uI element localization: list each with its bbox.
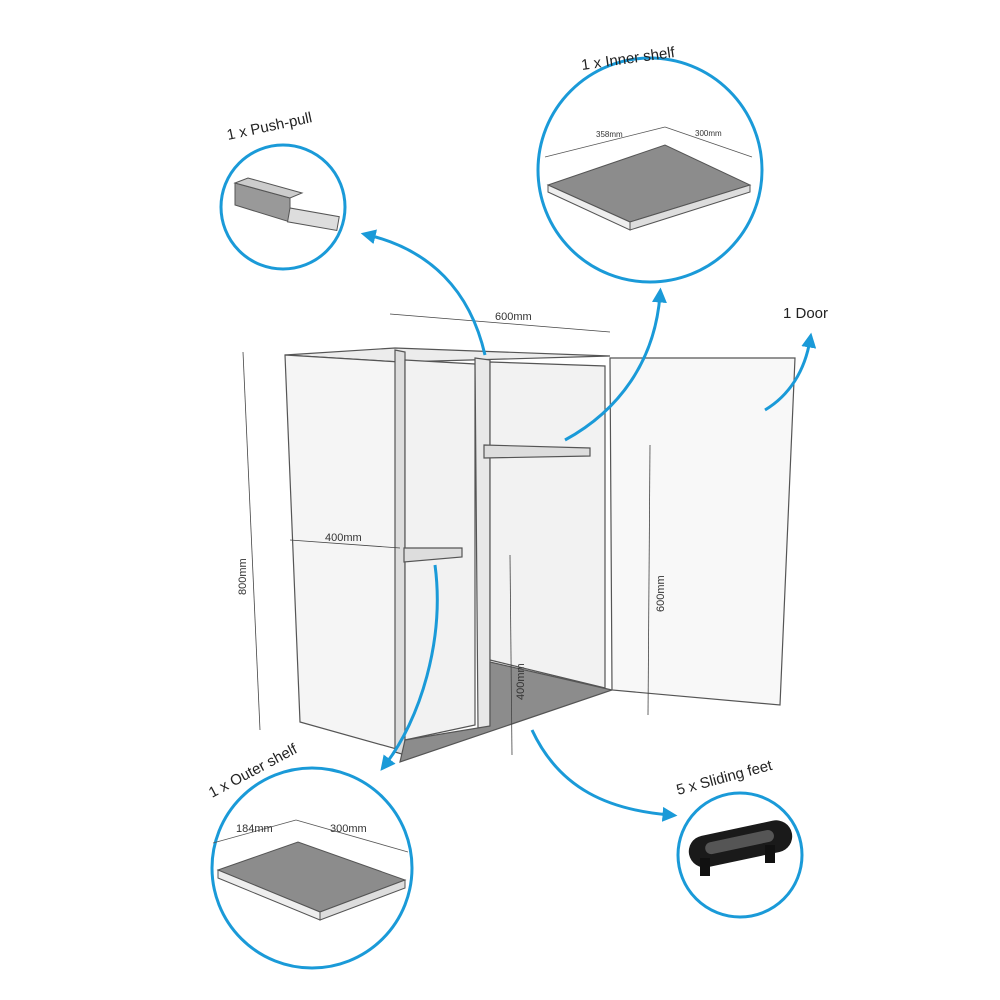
back-panel-right <box>489 361 606 689</box>
dim-width: 600mm <box>495 311 532 323</box>
push-pull-icon <box>233 177 340 232</box>
dim-depth: 400mm <box>325 532 362 544</box>
label-push-pull: 1 x Push-pull <box>225 109 313 144</box>
sliding-foot-icon <box>688 820 793 876</box>
dim-lower-height: 400mm <box>515 663 527 700</box>
outer-shelf-in-cabinet <box>403 547 463 563</box>
label-door: 1 Door <box>783 305 828 322</box>
outer-shelf-dim-b: 300mm <box>330 823 367 835</box>
door-panel <box>609 357 796 706</box>
outer-shelf-icon <box>212 819 409 921</box>
callout-arrows <box>360 229 817 822</box>
dimension-lines <box>242 313 651 756</box>
inner-shelf-icon <box>544 126 753 231</box>
bottom-panel <box>399 661 615 763</box>
inner-shelf-in-cabinet <box>483 444 591 459</box>
inner-shelf-dim-b: 300mm <box>695 129 722 138</box>
inner-shelf-dim-a: 358mm <box>596 130 623 139</box>
left-side-panel <box>284 354 401 751</box>
dim-height: 800mm <box>237 558 249 595</box>
outer-shelf-dim-a: 184mm <box>236 823 273 835</box>
cabinet <box>284 347 796 763</box>
divider-panel <box>474 357 491 729</box>
label-sliding-feet: 5 x Sliding feet <box>675 757 775 799</box>
dim-inner-height: 600mm <box>655 575 667 612</box>
